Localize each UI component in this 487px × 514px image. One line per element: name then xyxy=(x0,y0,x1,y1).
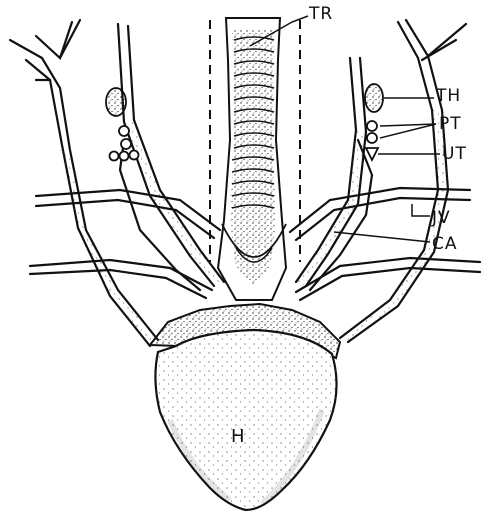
trachea xyxy=(210,18,300,300)
label-carotid-artery: CA xyxy=(432,236,458,253)
label-thyroid: TH xyxy=(436,88,461,105)
label-trachea: TR xyxy=(309,6,333,23)
label-jugular-vein: JV xyxy=(432,210,451,227)
heart xyxy=(150,304,340,510)
label-ultimobranchial: UT xyxy=(442,146,467,163)
label-heart: H xyxy=(231,428,246,446)
label-parathyroid: PT xyxy=(439,116,462,133)
left-upper-vessels xyxy=(10,20,158,346)
right-glands xyxy=(365,84,383,160)
